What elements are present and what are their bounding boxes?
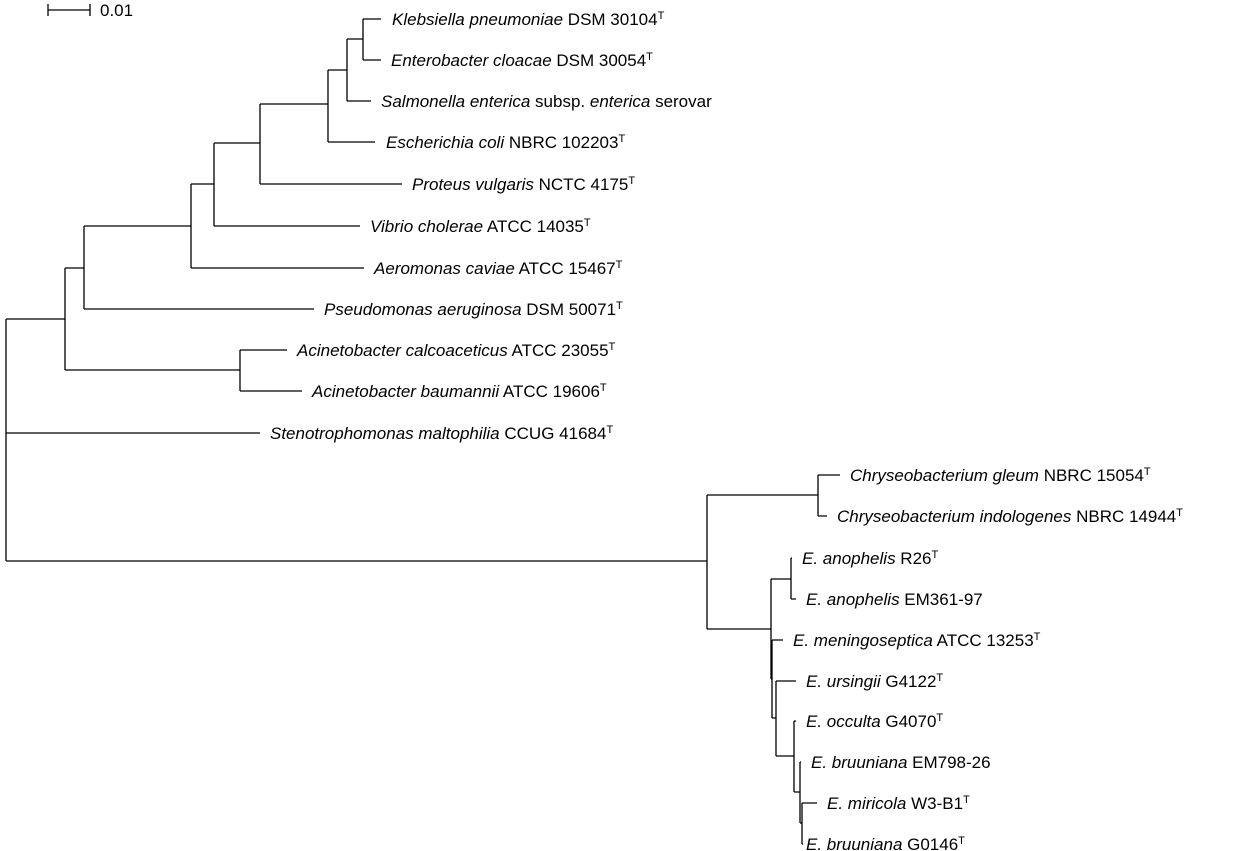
taxon-label: Proteus vulgaris NCTC 4175T bbox=[412, 175, 635, 194]
scale-bar-label: 0.01 bbox=[100, 1, 133, 20]
branch bbox=[362, 18, 381, 61]
taxon-label: E. occulta G4070T bbox=[806, 712, 943, 731]
taxon-label: Acinetobacter baumannii ATCC 19606T bbox=[311, 382, 607, 401]
taxon-label: Pseudomonas aeruginosa DSM 50071T bbox=[324, 300, 623, 319]
taxon-label: E. bruuniana G0146T bbox=[806, 835, 965, 851]
branch bbox=[5, 318, 65, 561]
branch bbox=[259, 103, 402, 185]
branch bbox=[770, 578, 791, 680]
branch bbox=[327, 69, 375, 143]
taxon-label: Stenotrophomonas maltophilia CCUG 41684T bbox=[270, 424, 613, 443]
branch bbox=[346, 38, 371, 102]
tree-branches bbox=[5, 18, 840, 845]
branch bbox=[790, 557, 796, 600]
branch bbox=[706, 494, 818, 630]
taxon-label: E. meningoseptica ATCC 13253T bbox=[793, 631, 1041, 650]
taxon-label: E. anophelis EM361-97 bbox=[806, 590, 983, 609]
taxon-label: E. anophelis R26T bbox=[802, 549, 939, 568]
scale-bar: 0.01 bbox=[47, 1, 133, 20]
taxon-label: Enterobacter cloacae DSM 30054T bbox=[391, 51, 653, 70]
branch bbox=[64, 267, 240, 371]
taxon-label: Chryseobacterium indologenes NBRC 14944T bbox=[837, 507, 1183, 526]
taxon-label: Acinetobacter calcoaceticus ATCC 23055T bbox=[296, 341, 616, 360]
taxon-label: Vibrio cholerae ATCC 14035T bbox=[370, 217, 591, 236]
leaf-labels: Klebsiella pneumoniae DSM 30104T Enteroba… bbox=[270, 10, 1183, 851]
taxon-label: Aeromonas caviae ATCC 15467T bbox=[373, 259, 623, 278]
taxon-label: Salmonella enterica subsp. enterica sero… bbox=[381, 92, 712, 111]
taxon-label: Klebsiella pneumoniae DSM 30104T bbox=[392, 10, 665, 29]
taxon-label: E. bruuniana EM798-26 bbox=[811, 753, 991, 772]
taxon-label: Escherichia coli NBRC 102203T bbox=[386, 133, 625, 152]
branch bbox=[239, 349, 302, 392]
branch bbox=[793, 720, 800, 793]
taxon-label: E. ursingii G4122T bbox=[806, 672, 943, 691]
branch bbox=[771, 639, 783, 719]
taxon-label: E. miricola W3-B1T bbox=[827, 794, 970, 813]
taxon-label: Chryseobacterium gleum NBRC 15054T bbox=[850, 466, 1151, 485]
branch bbox=[775, 680, 796, 757]
